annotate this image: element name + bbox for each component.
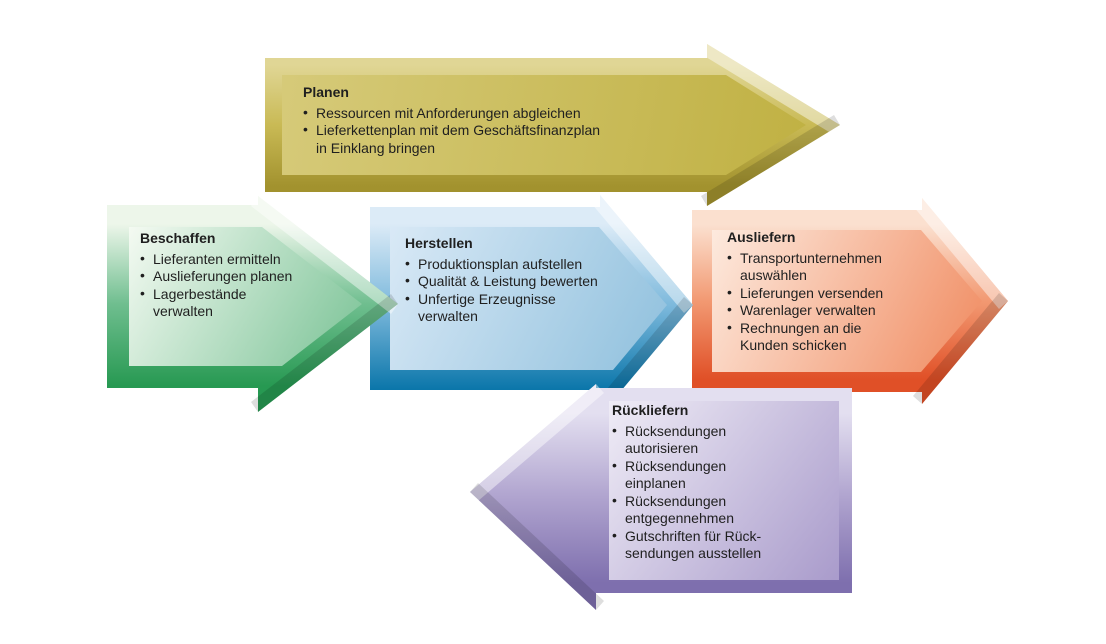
- arrow-planen-shape: [265, 44, 840, 206]
- bullet-item: • Lieferkettenplan mit dem Geschäftsfinan…: [303, 121, 743, 157]
- arrow-herstellen-shape: [370, 195, 693, 416]
- bullet-text: Gutschriften für Rück- sendungen ausstel…: [625, 527, 762, 562]
- planen-bevel-highlight: [701, 44, 840, 135]
- rueckliefern-bullet-list: • Rücksendungen autorisieren • Rücksendunge…: [612, 421, 847, 563]
- bullet-text: Lagerbestände verwalten: [153, 285, 247, 320]
- planen-bullet-list: • Ressourcen mit Anforderungen abgleichen…: [303, 103, 743, 158]
- bullet-text: Auslieferungen planen: [153, 268, 293, 284]
- bullet-text: Lieferanten ermitteln: [153, 250, 281, 267]
- step-beschaffen-text: Beschaffen • Lieferanten ermitteln • Auslie…: [140, 230, 335, 321]
- step-herstellen-text: Herstellen • Produktionsplan aufstellen • Q…: [405, 235, 630, 326]
- bullet-text: Transportunternehmen auswählen: [740, 249, 882, 284]
- bullet-glyph: •: [727, 301, 732, 317]
- bullet-item: • Lagerbestände verwalten: [140, 284, 335, 321]
- bullet-glyph: •: [612, 491, 617, 508]
- beschaffen-title: Beschaffen: [140, 230, 216, 246]
- bullet-item: • Unfertige Erzeugnisse verwalten: [405, 289, 630, 326]
- bullet-text: Lieferkettenplan mit dem Geschäftsfinanz…: [316, 122, 601, 156]
- bullet-text: Warenlager verwalten: [740, 302, 876, 318]
- bullet-glyph: •: [405, 272, 410, 288]
- bullet-text: Qualität & Leistung bewerten: [418, 273, 598, 289]
- bullet-text: Produktionsplan aufstellen: [418, 255, 583, 272]
- bullet-text: Rücksendungen einplanen: [625, 457, 727, 492]
- bullet-glyph: •: [612, 526, 617, 543]
- ausliefern-inner-panel: [712, 230, 982, 372]
- bullet-item: • Rücksendungen einplanen: [612, 456, 847, 493]
- bullet-text: Rücksendungen entgegennehmen: [625, 492, 734, 527]
- bullet-glyph: •: [405, 254, 410, 271]
- herstellen-bullet-list: • Produktionsplan aufstellen • Qualität & L…: [405, 254, 630, 326]
- bullet-item: • Lieferungen versenden: [727, 283, 937, 303]
- rueckliefern-bevel-shadow: [470, 483, 604, 610]
- arrow-rueckliefern-shape: [470, 384, 852, 610]
- bullet-item: • Rücksendungen autorisieren: [612, 421, 847, 458]
- bullet-text: Lieferungen versenden: [740, 284, 884, 301]
- bullet-item: • Transportunternehmen auswählen: [727, 248, 937, 285]
- beschaffen-bevel-shadow: [251, 294, 398, 412]
- rueckliefern-inner-panel: [609, 401, 839, 580]
- bullet-item: • Gutschriften für Rück- sendungen ausste…: [612, 526, 847, 563]
- herstellen-inner-panel: [390, 227, 667, 370]
- bullet-text: Unfertige Erzeugnisse verwalten: [418, 290, 556, 325]
- beschaffen-inner-panel: [129, 227, 362, 366]
- planen-inner-panel: [282, 75, 806, 175]
- bullet-item: • Rechnungen an die Kunden schicken: [727, 318, 937, 355]
- ausliefern-bevel-highlight: [913, 198, 1008, 309]
- step-planen-text: Planen • Ressourcen mit Anforderungen abg…: [303, 84, 743, 157]
- bullet-item: • Ressourcen mit Anforderungen abgleichen: [303, 103, 743, 123]
- bullet-glyph: •: [140, 249, 145, 266]
- bullet-glyph: •: [140, 284, 145, 301]
- bullet-glyph: •: [612, 421, 617, 438]
- bullet-glyph: •: [303, 103, 308, 120]
- rueckliefern-title: Rückliefern: [612, 402, 689, 418]
- bullet-glyph: •: [303, 121, 308, 137]
- bullet-item: • Auslieferungen planen: [140, 267, 335, 286]
- bullet-glyph: •: [727, 248, 732, 265]
- bullet-item: • Warenlager verwalten: [727, 301, 937, 320]
- bullet-glyph: •: [140, 267, 145, 283]
- ausliefern-bevel-shadow: [913, 293, 1008, 404]
- step-rueckliefern-text: Rückliefern •Rücksendungen autorisieren•…: [612, 402, 847, 563]
- bullet-glyph: •: [405, 289, 410, 306]
- bullet-item: • Rücksendungen entgegennehmen: [612, 491, 847, 528]
- step-ausliefern-text: Ausliefern • Transportunternehmen auswähl…: [727, 229, 937, 355]
- bullet-text: Ressourcen mit Anforderungen abgleichen: [316, 104, 581, 121]
- ausliefern-bullet-list: • Transportunternehmen auswählen • Lieferun…: [727, 248, 937, 355]
- bullet-item: • Produktionsplan aufstellen: [405, 254, 630, 274]
- bullet-glyph: •: [612, 456, 617, 473]
- arrow-beschaffen-shape: [107, 196, 398, 412]
- bullet-glyph: •: [727, 318, 732, 335]
- bullet-text: Rechnungen an die Kunden schicken: [740, 319, 862, 354]
- herstellen-title: Herstellen: [405, 235, 473, 251]
- ausliefern-title: Ausliefern: [727, 229, 796, 245]
- planen-title: Planen: [303, 84, 349, 100]
- herstellen-bevel-shadow: [591, 297, 693, 416]
- beschaffen-bevel-highlight: [251, 196, 398, 314]
- planen-bevel-shadow: [701, 115, 840, 206]
- rueckliefern-bevel-highlight: [470, 384, 604, 501]
- herstellen-bevel-highlight: [591, 195, 693, 313]
- beschaffen-bullet-list: • Lieferanten ermitteln • Auslieferungen pl…: [140, 249, 335, 321]
- bullet-item: • Qualität & Leistung bewerten: [405, 272, 630, 291]
- bullet-item: • Lieferanten ermitteln: [140, 249, 335, 269]
- bullet-glyph: •: [727, 283, 732, 300]
- bullet-text: Rücksendungen autorisieren: [625, 422, 727, 457]
- arrow-ausliefern-shape: [692, 198, 1008, 404]
